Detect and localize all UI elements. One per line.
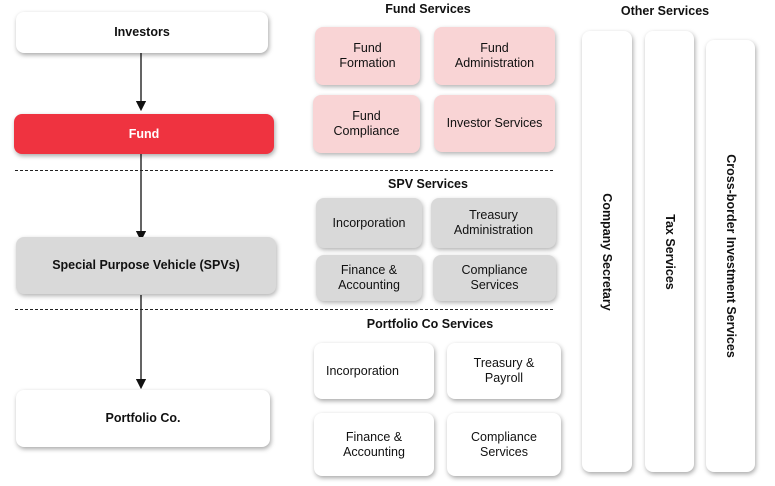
separator-fund-spv [15,170,553,171]
investor-services-box: Investor Services [434,95,555,152]
portfolio-treasury-payroll-box: Treasury & Payroll [447,343,561,399]
portfolio-services-heading: Portfolio Co Services [366,317,494,331]
fund-formation-box: Fund Formation [315,27,420,85]
fund-compliance-box: Fund Compliance [313,95,420,153]
spv-services-heading: SPV Services [388,177,468,191]
fund-administration-box: Fund Administration [434,27,555,85]
spv-box: Special Purpose Vehicle (SPVs) [16,237,276,294]
spv-finance-accounting-box: Finance & Accounting [316,255,422,301]
company-secretary-pillar: Company Secretary [582,31,632,472]
spv-compliance-services-box: Compliance Services [433,255,556,301]
separator-spv-portfolio [15,309,553,310]
fund-box: Fund [14,114,274,154]
cross-border-investment-services-label: Cross-border Investment Services [723,154,738,358]
investors-box: Investors [16,12,268,53]
spv-treasury-administration-box: Treasury Administration [431,198,556,248]
portfolio-finance-accounting-box: Finance & Accounting [314,413,434,476]
cross-border-investment-services-pillar: Cross-border Investment Services [706,40,755,472]
other-services-heading: Other Services [620,4,710,18]
portfolio-incorporation-box: Incorporation [314,343,434,399]
spv-incorporation-box: Incorporation [316,198,422,248]
tax-services-pillar: Tax Services [645,31,694,472]
fund-services-heading: Fund Services [385,2,471,16]
portfolio-box: Portfolio Co. [16,390,270,447]
portfolio-compliance-services-box: Compliance Services [447,413,561,476]
company-secretary-label: Company Secretary [600,192,614,311]
tax-services-label: Tax Services [662,213,677,290]
